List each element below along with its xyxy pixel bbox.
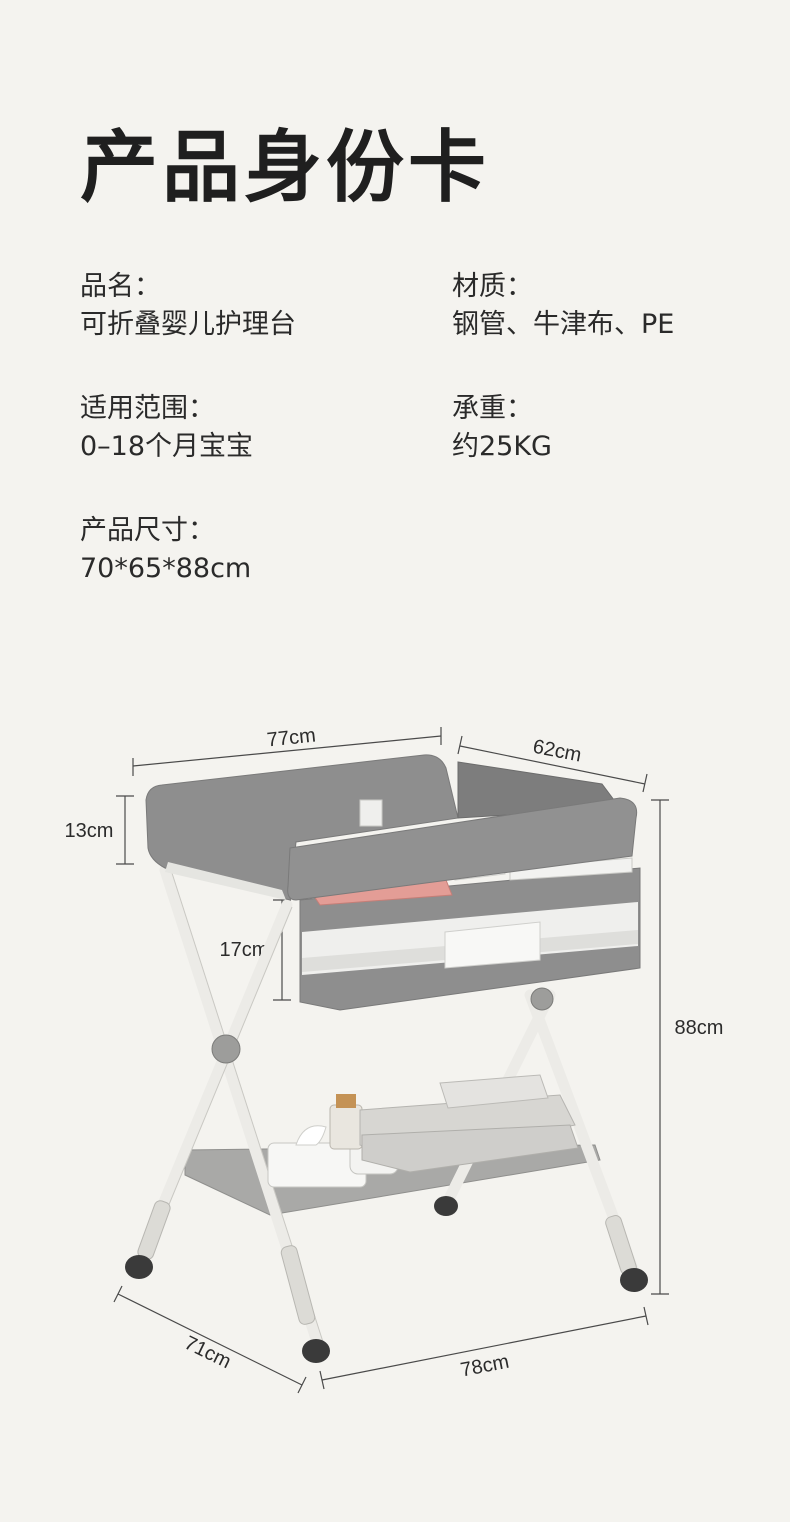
changing-table-illustration xyxy=(125,754,648,1363)
spec-material-value: 钢管、牛津布、PE xyxy=(452,309,675,340)
spec-name: 品名： 可折叠婴儿护理台 xyxy=(80,268,296,344)
spec-name-label: 品名： xyxy=(80,271,161,302)
spec-load-label: 承重： xyxy=(452,393,533,424)
spec-size-value: 70*65*88cm xyxy=(80,553,252,584)
dim-rail-height: 13cm xyxy=(65,820,114,842)
dim-basket-height: 17cm xyxy=(220,939,269,961)
spec-range-label: 适用范围： xyxy=(80,393,215,424)
dim-base-width: 78cm xyxy=(459,1351,511,1382)
dim-top-width: 77cm xyxy=(266,725,317,752)
spec-material: 材质： 钢管、牛津布、PE xyxy=(452,268,674,344)
spec-range: 适用范围： 0–18个月宝宝 xyxy=(80,390,253,466)
spec-load: 承重： 约25KG xyxy=(452,390,552,466)
spec-size-label: 产品尺寸： xyxy=(80,515,215,546)
spec-size: 产品尺寸： 70*65*88cm xyxy=(80,512,251,588)
spec-material-label: 材质： xyxy=(452,271,533,302)
spec-range-value: 0–18个月宝宝 xyxy=(80,431,254,462)
page-title: 产品身份卡 xyxy=(80,123,491,213)
product-dimension-diagram: 77cm 62cm 13cm 17cm 88cm 71cm 78cm xyxy=(65,725,724,1394)
spec-load-value: 约25KG xyxy=(452,431,552,462)
spec-name-value: 可折叠婴儿护理台 xyxy=(80,309,296,340)
dim-total-height: 88cm xyxy=(675,1017,724,1039)
dimension-lines xyxy=(113,727,669,1394)
